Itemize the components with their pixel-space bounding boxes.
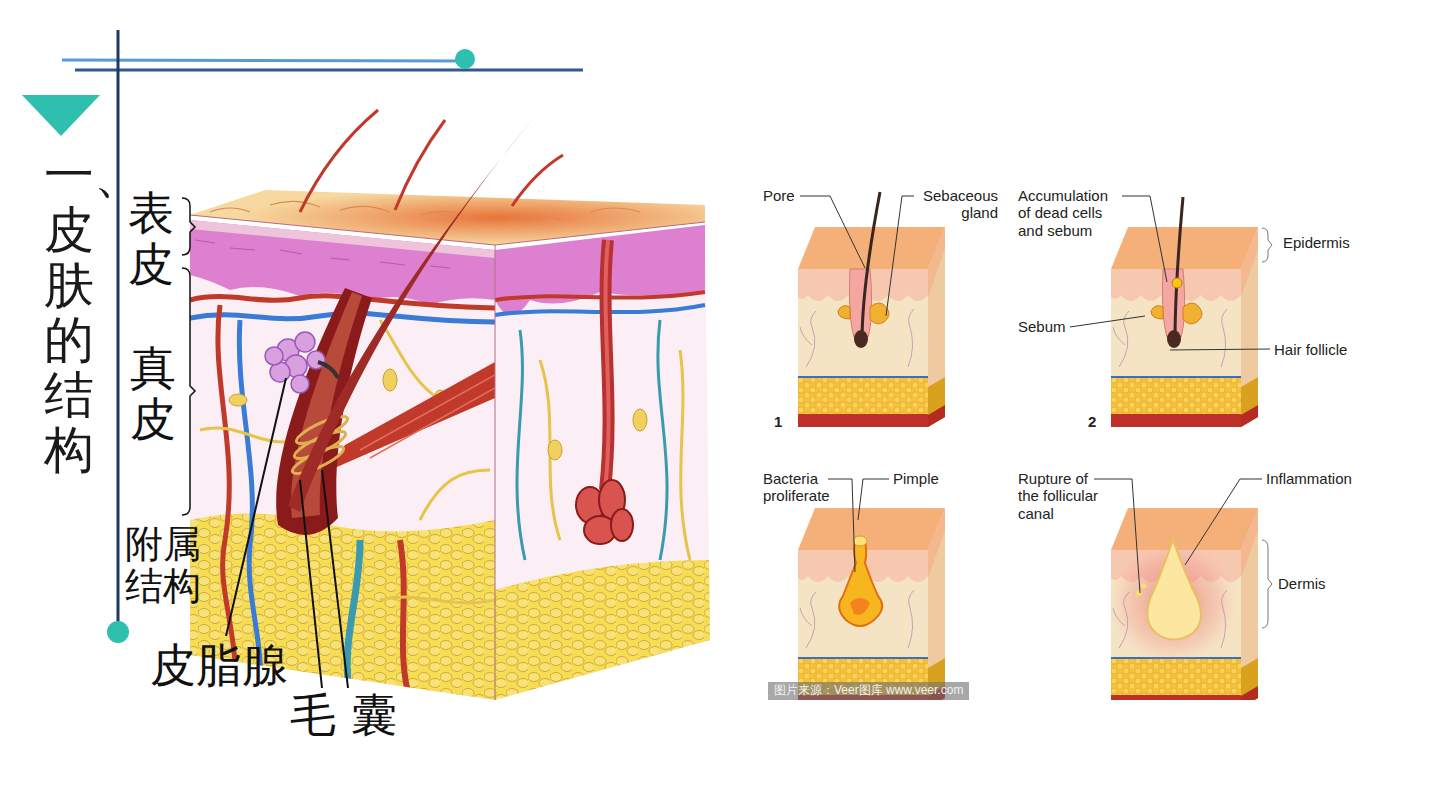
leader-line bbox=[800, 196, 1270, 593]
acne-panel bbox=[1107, 508, 1258, 700]
acne-panel bbox=[1111, 197, 1258, 427]
layer-label: Dermis bbox=[1278, 575, 1326, 592]
part-label: 皮脂腺 bbox=[150, 640, 288, 691]
callout-number: 1 bbox=[774, 413, 782, 430]
acne-panel bbox=[798, 508, 945, 700]
bracket bbox=[1262, 228, 1272, 628]
layer-label: Epidermis bbox=[1283, 234, 1350, 251]
part-label: Bacteria proliferate bbox=[763, 470, 843, 505]
layer-label: 表皮 bbox=[128, 188, 174, 289]
part-label: 毛 囊 bbox=[290, 690, 397, 741]
acne-panel bbox=[798, 192, 945, 427]
part-label: Accumulation of dead cells and sebum bbox=[1018, 187, 1118, 239]
part-label: Rupture of the follicular canal bbox=[1018, 470, 1110, 522]
part-label: Pimple bbox=[893, 470, 939, 487]
bracket bbox=[182, 198, 195, 515]
skin-cube bbox=[180, 108, 720, 710]
layer-label: 附属结构 bbox=[125, 524, 201, 608]
part-label: Pore bbox=[763, 187, 795, 204]
part-label: Inflammation bbox=[1266, 470, 1352, 487]
watermark: 图片来源：Veer图库 www.veer.com bbox=[768, 682, 969, 700]
slide-title: 一、皮肤的结构 bbox=[44, 148, 94, 478]
callout-number: 2 bbox=[1088, 413, 1096, 430]
part-label: Hair follicle bbox=[1274, 341, 1347, 358]
layer-label: 真皮 bbox=[130, 343, 176, 444]
part-label: Sebaceous gland bbox=[912, 187, 998, 222]
part-label: Sebum bbox=[1018, 318, 1066, 335]
